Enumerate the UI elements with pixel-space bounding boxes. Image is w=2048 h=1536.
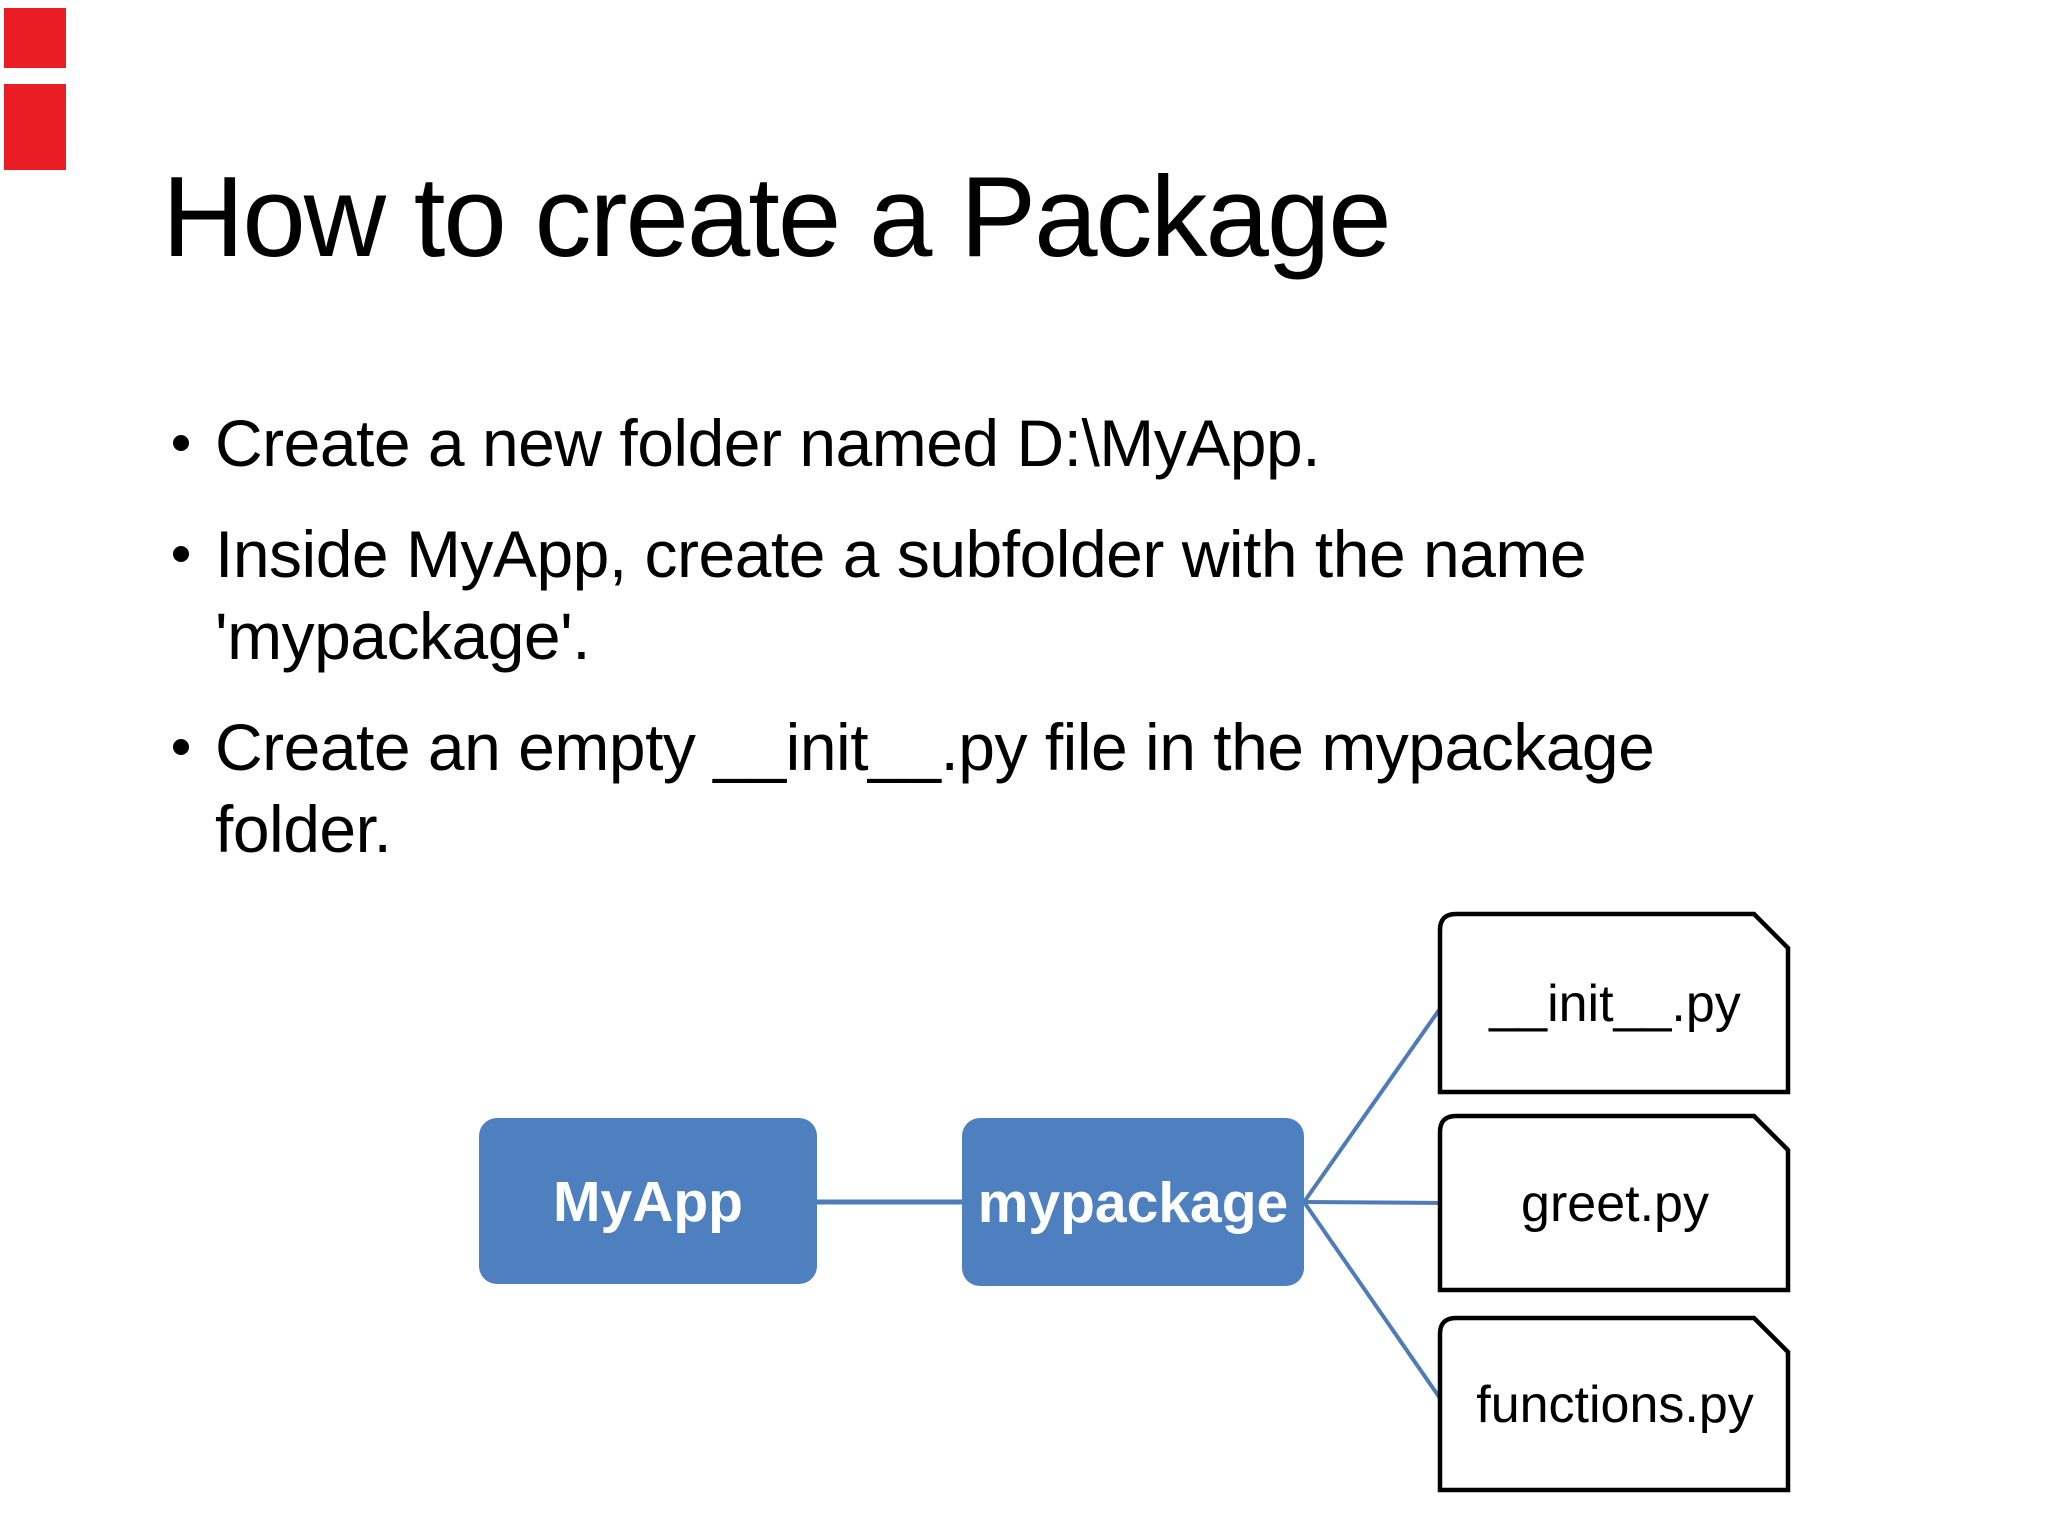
slide-title: How to create a Package [162,154,1392,281]
bullet-line: Create an empty __init__.py file in the … [215,710,1655,784]
bullet-item-2: Inside MyApp, create a subfolder with th… [163,513,1933,677]
node-myapp-label: MyApp [553,1170,743,1234]
file-greet [1437,1113,1791,1293]
bullet-line: folder. [215,792,392,866]
red-mark-bottom [4,84,66,170]
bullet-text: Inside MyApp, create a subfolder with th… [215,513,1933,677]
node-mypackage [962,1118,1304,1286]
file-init [1437,911,1791,1095]
connector-mypackage-functions [1302,1200,1446,1406]
connector-mypackage-greet [1303,1200,1445,1205]
node-mypackage-label: mypackage [978,1171,1289,1235]
bullet-item-1: Create a new folder named D:\MyApp. [163,402,1933,484]
bullet-line: 'mypackage'. [215,599,591,673]
red-mark-top [4,8,66,68]
bullet-dot [163,513,215,595]
file-functions-label: functions.py [1476,1376,1754,1434]
bullet-dot [163,402,215,484]
bullet-list: Create a new folder named D:\MyApp. Insi… [163,402,1933,899]
bullet-item-3: Create an empty __init__.py file in the … [163,706,1933,870]
bullet-line: Inside MyApp, create a subfolder with th… [215,517,1587,591]
connector-mypackage-init [1302,1001,1446,1204]
bullet-line: Create a new folder named D:\MyApp. [215,406,1321,480]
bullet-dot [163,706,215,788]
file-greet-label: greet.py [1521,1175,1709,1233]
bullet-text: Create a new folder named D:\MyApp. [215,402,1933,484]
bullet-text: Create an empty __init__.py file in the … [215,706,1933,870]
node-myapp [479,1118,817,1284]
file-init-label: __init__.py [1488,975,1741,1033]
file-functions [1437,1315,1791,1493]
